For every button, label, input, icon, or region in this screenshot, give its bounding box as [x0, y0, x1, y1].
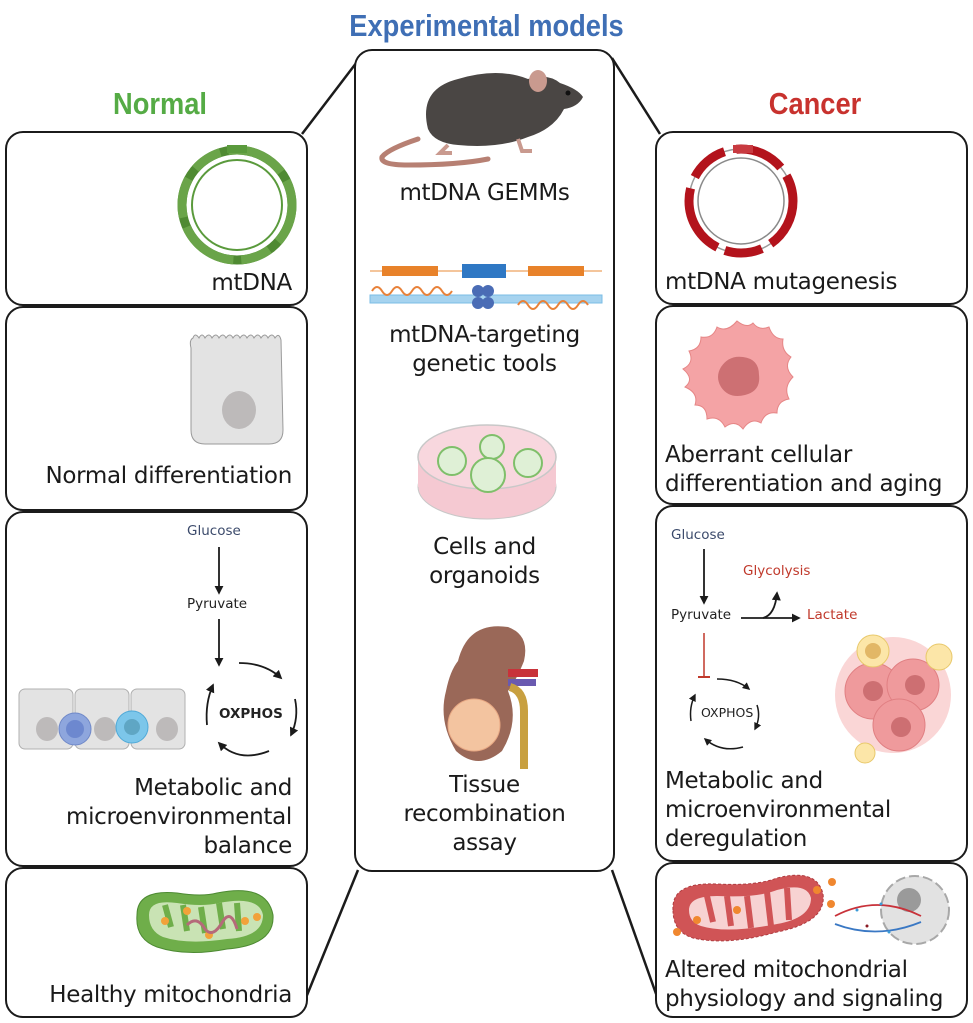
normal-panel-mitochondria: Healthy mitochondria: [5, 867, 308, 1018]
normal-panel-metabolic: Glucose Pyruvate OXPHOS Metabolic and mi…: [5, 511, 308, 867]
label-line: deregulation: [665, 826, 807, 852]
lactate-label: Lactate: [807, 607, 858, 623]
label-line: differentiation and aging: [665, 471, 943, 497]
cancer-oxphos-label: OXPHOS: [701, 705, 754, 720]
label-line: microenvironmental: [65, 804, 292, 830]
normal-metabolic-label: Metabolic and microenvironmental balance: [66, 774, 292, 861]
normal-glucose-label: Glucose: [187, 523, 241, 539]
mouse-icon: [379, 70, 583, 168]
label-line: Altered mitochondrial: [665, 957, 908, 983]
normal-panel-mtdna: mtDNA: [5, 131, 308, 306]
normal-differentiation-label: Normal differentiation: [45, 463, 292, 489]
normal-panel-differentiation: Normal differentiation: [5, 306, 308, 511]
normal-title: Normal: [113, 86, 207, 121]
label-line: Cells and: [433, 534, 536, 560]
label-line: organoids: [429, 563, 540, 589]
petri-dish-organoids-icon: [417, 424, 557, 520]
cells-organoids-label: Cells and organoids: [356, 533, 613, 591]
mtdna-circle-green-icon: [177, 145, 297, 265]
experimental-models-title: Experimental models: [349, 8, 624, 43]
cancer-mtdna-label: mtDNA mutagenesis: [665, 269, 898, 295]
glycolysis-label: Glycolysis: [743, 563, 811, 579]
connector-bottom-left: [301, 869, 360, 1006]
label-line: Aberrant cellular: [665, 442, 852, 468]
cancer-title: Cancer: [768, 86, 862, 121]
connector-bottom-right: [610, 869, 662, 1006]
cancer-pyruvate-label: Pyruvate: [671, 607, 732, 623]
tissue-recombination-label: Tissue recombination assay: [356, 771, 613, 858]
experimental-models-panel: mtDNA GEMMs mtDNA-targeting genetic tool…: [354, 49, 615, 872]
mtdna-gemms-label: mtDNA GEMMs: [399, 180, 570, 206]
epithelium-immune-cells-icon: [18, 688, 186, 750]
label-line: balance: [203, 833, 293, 859]
label-line: Metabolic and: [134, 775, 292, 801]
mtdna-targeting-tools-label: mtDNA-targeting genetic tools: [356, 321, 613, 379]
label-line: physiology and signaling: [665, 986, 944, 1012]
mitochondrion-green-icon: [136, 890, 274, 954]
tumor-cluster-icon: [835, 634, 953, 764]
connector-top-left: [301, 57, 361, 135]
cancer-glucose-label: Glucose: [671, 527, 725, 543]
epithelial-cell-icon: [189, 334, 284, 445]
cancer-metabolic-label: Metabolic and microenvironmental deregul…: [665, 767, 891, 854]
cancer-mitochondria-label: Altered mitochondrial physiology and sig…: [665, 956, 944, 1014]
cancer-panel-differentiation: Aberrant cellular differentiation and ag…: [655, 305, 968, 505]
cancer-cell-icon: [682, 320, 794, 430]
cancer-pathway-arrows: [688, 549, 801, 750]
label-line: microenvironmental: [665, 797, 892, 823]
gene-editing-construct-icon: [369, 264, 603, 310]
label-line: mtDNA-targeting: [389, 322, 580, 348]
normal-oxphos-label: OXPHOS: [219, 706, 283, 722]
normal-pyruvate-label: Pyruvate: [187, 596, 248, 612]
normal-mtdna-label: mtDNA: [211, 270, 292, 296]
label-line: recombination: [403, 801, 566, 827]
label-line: Metabolic and: [665, 768, 823, 794]
mitochondrion-nucleus-signaling-icon: [672, 874, 950, 945]
cancer-panel-mtdna: mtDNA mutagenesis: [655, 131, 968, 305]
connector-top-right: [610, 57, 662, 135]
mtdna-circle-red-icon: [684, 144, 798, 258]
cancer-differentiation-label: Aberrant cellular differentiation and ag…: [665, 441, 943, 499]
cancer-panel-metabolic: Glucose Pyruvate Glycolysis Lactate OXPH…: [655, 505, 968, 862]
normal-mitochondria-label: Healthy mitochondria: [49, 982, 292, 1008]
label-line: assay: [452, 830, 517, 856]
normal-pathway-arrows: [205, 547, 299, 757]
label-line: Tissue: [449, 772, 520, 798]
cancer-panel-mitochondria: Altered mitochondrial physiology and sig…: [655, 862, 968, 1018]
label-line: genetic tools: [412, 351, 557, 377]
kidney-graft-icon: [443, 626, 538, 769]
